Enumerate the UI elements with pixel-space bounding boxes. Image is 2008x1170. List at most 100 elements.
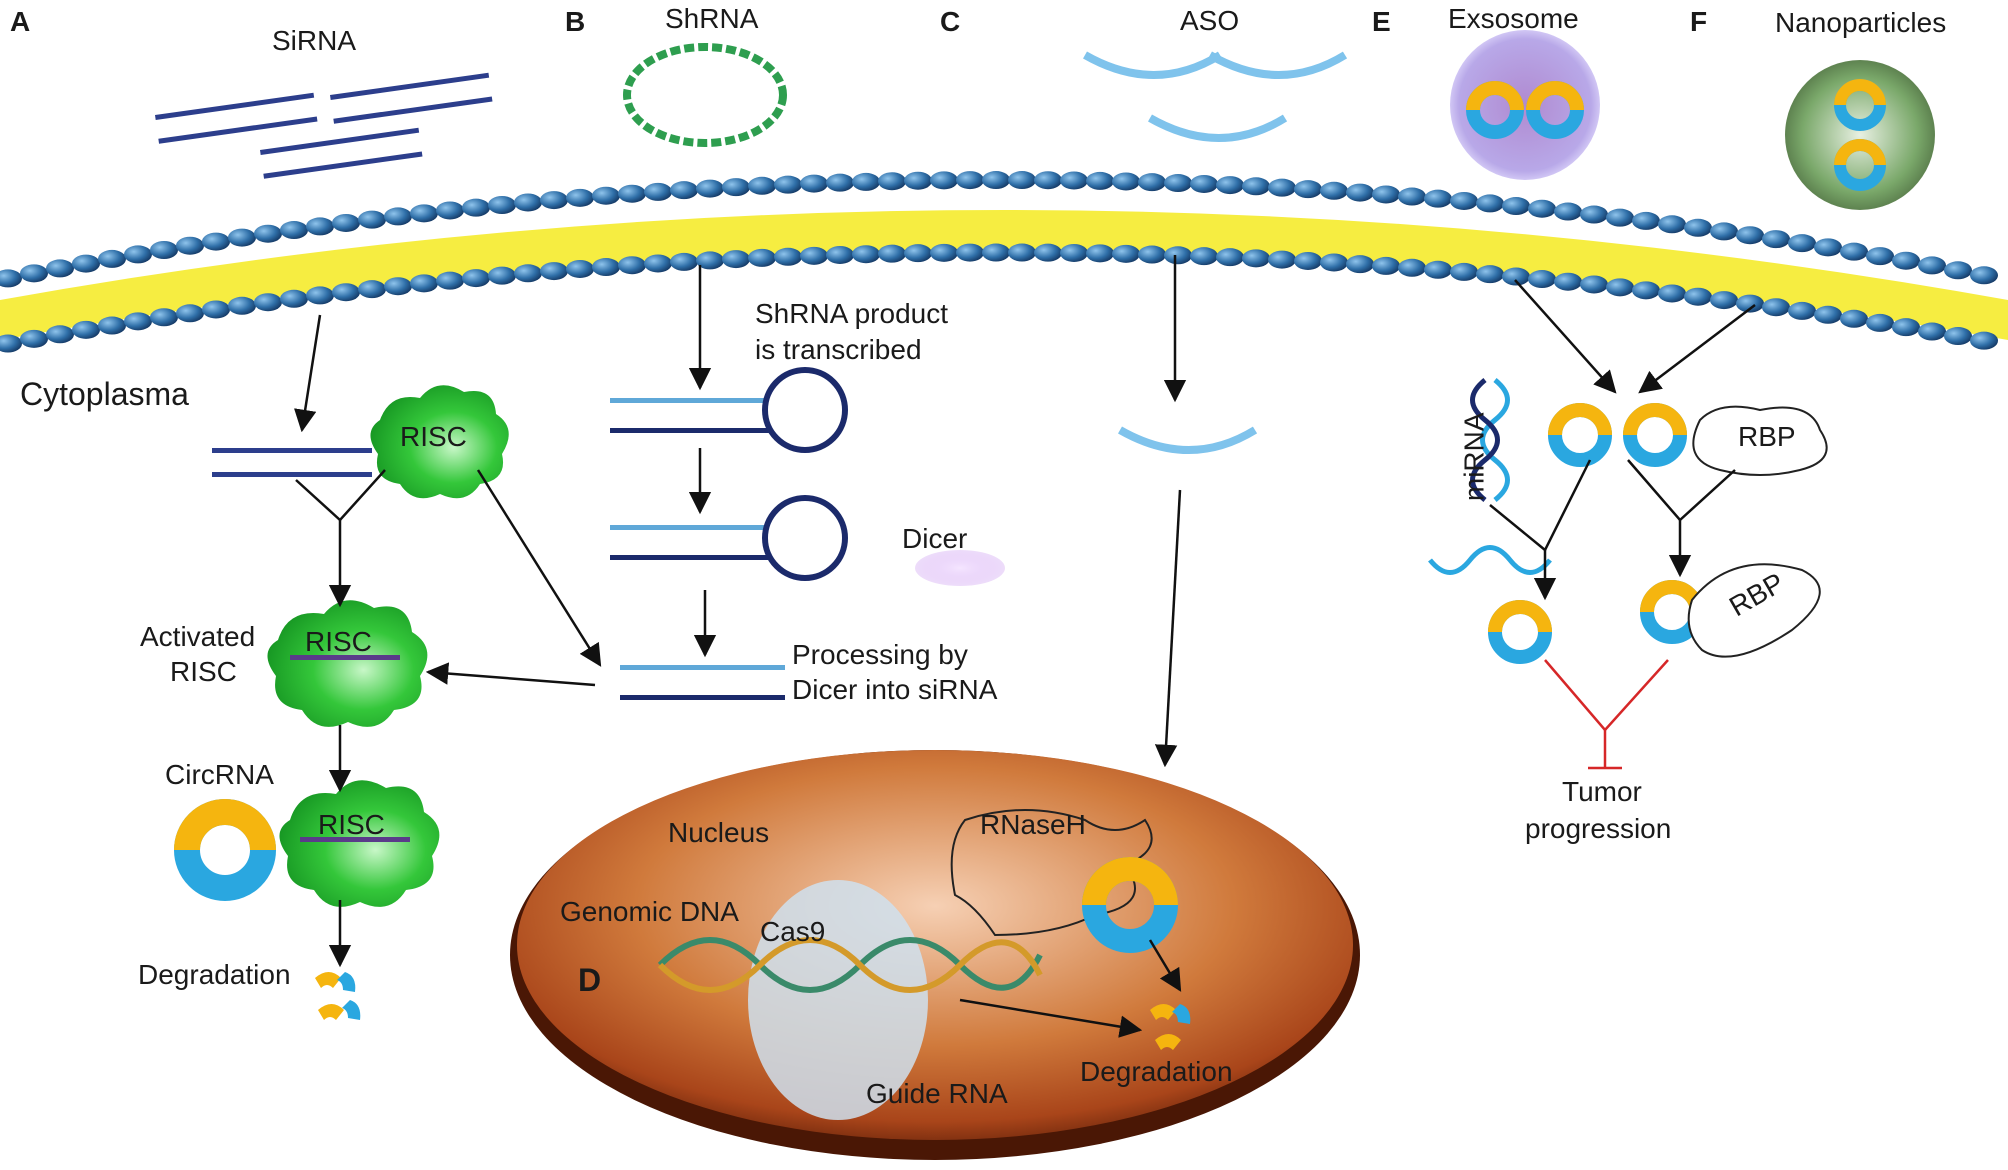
lipid-head (1606, 278, 1634, 297)
lipid-head (1554, 272, 1582, 291)
mirna-helix (1428, 378, 1552, 575)
lipid-head (852, 245, 880, 264)
lipid-head (1034, 171, 1062, 190)
lipid-head (904, 244, 932, 263)
lipid-head (1164, 174, 1192, 193)
lipid-head (1034, 243, 1062, 262)
label-genomic-dna: Genomic DNA (560, 896, 739, 927)
lipid-head (592, 186, 620, 205)
label-tumor-2: progression (1525, 813, 1672, 844)
lipid-head (1918, 256, 1946, 275)
sirna-processed-duplex (620, 665, 785, 700)
lipid-head (1320, 181, 1348, 200)
lipid-head (176, 304, 204, 323)
lipid-head (1580, 205, 1608, 224)
panel-label-b: B (565, 6, 586, 37)
lipid-head (280, 289, 308, 308)
lipid-head (1008, 171, 1036, 190)
lipid-head (1554, 202, 1582, 221)
title-nanoparticles: Nanoparticles (1775, 7, 1947, 38)
lipid-head (1190, 174, 1218, 193)
lipid-head (800, 246, 828, 265)
lipid-head (124, 312, 152, 331)
lipid-head (1164, 246, 1192, 265)
lipid-head (1528, 199, 1556, 218)
shrna-plasmid (623, 43, 787, 147)
lipid-head (1918, 322, 1946, 341)
title-shrna: ShRNA (665, 3, 759, 34)
panel-label-a: A (10, 6, 31, 37)
lipid-head (254, 293, 282, 312)
lipid-head (696, 179, 724, 198)
degradation-fragments-d (1150, 1004, 1191, 1050)
lipid-head (566, 259, 594, 278)
label-cytoplasma: Cytoplasma (20, 376, 189, 412)
lipid-head (98, 249, 126, 268)
lipid-head (1762, 230, 1790, 249)
lipid-head (1372, 185, 1400, 204)
lipid-head (1580, 275, 1608, 294)
lipid-head (618, 184, 646, 203)
panel-label-f: F (1690, 6, 1708, 37)
lipid-head (72, 254, 100, 273)
lipid-head (956, 171, 984, 190)
lipid-head (280, 221, 308, 240)
lipid-head (1892, 251, 1920, 270)
lipid-head (462, 269, 490, 288)
lipid-head (20, 264, 48, 283)
lipid-head (20, 329, 48, 348)
lipid-head (1684, 218, 1712, 237)
lipid-head (332, 283, 360, 302)
lipid-head (1840, 242, 1868, 261)
lipid-head (1242, 177, 1270, 196)
lipid-head (1970, 266, 1998, 285)
lipid-head (1502, 197, 1530, 216)
lipid-head (488, 196, 516, 214)
label-shrna-product-2: is transcribed (755, 334, 922, 365)
label-activated-1: Activated (140, 621, 256, 652)
arrows-panel-b (688, 265, 717, 658)
lipid-head (46, 259, 74, 278)
label-degradation-d: Degradation (1080, 1056, 1233, 1087)
lipid-head (358, 280, 386, 299)
lipid-head (1528, 270, 1556, 289)
lipid-head (1840, 309, 1868, 328)
lipid-head (384, 277, 412, 296)
lipid-head (228, 296, 256, 315)
label-risc-circ: RISC (318, 809, 385, 840)
lipid-head (1112, 244, 1140, 263)
exosome-vesicle (1450, 30, 1600, 180)
lipid-head (72, 320, 100, 339)
arrows-panel-d (959, 939, 1182, 1038)
lipid-head (150, 240, 178, 259)
lipid-head (1398, 258, 1426, 277)
label-processing-2: Dicer into siRNA (792, 674, 998, 705)
lipid-head (930, 243, 958, 262)
label-processing-1: Processing by (792, 639, 968, 670)
aso-oligos (1083, 51, 1348, 454)
lipid-head (1190, 247, 1218, 266)
lipid-head (1216, 248, 1244, 267)
lipid-head (358, 210, 386, 229)
lipid-head (1788, 301, 1816, 320)
lipid-head (722, 250, 750, 269)
lipid-head (1138, 173, 1166, 192)
lipid-head (1450, 262, 1478, 281)
label-activated-2: RISC (170, 656, 237, 687)
arrows-panel-a (294, 314, 602, 968)
lipid-head (774, 247, 802, 266)
label-risc-activated: RISC (305, 626, 372, 657)
lipid-head (254, 224, 282, 243)
lipid-head (592, 258, 620, 277)
lipid-head (670, 181, 698, 200)
lipid-head (1502, 267, 1530, 286)
lipid-head (800, 174, 828, 193)
label-nucleus: Nucleus (668, 817, 770, 848)
lipid-head (1242, 249, 1270, 268)
lipid-head (306, 286, 334, 305)
circrna-ring-a (174, 799, 276, 901)
panel-label-c: C (940, 6, 961, 37)
lipid-head (1424, 189, 1452, 208)
lipid-head (644, 254, 672, 273)
arrows-panel-c (1154, 255, 1187, 768)
